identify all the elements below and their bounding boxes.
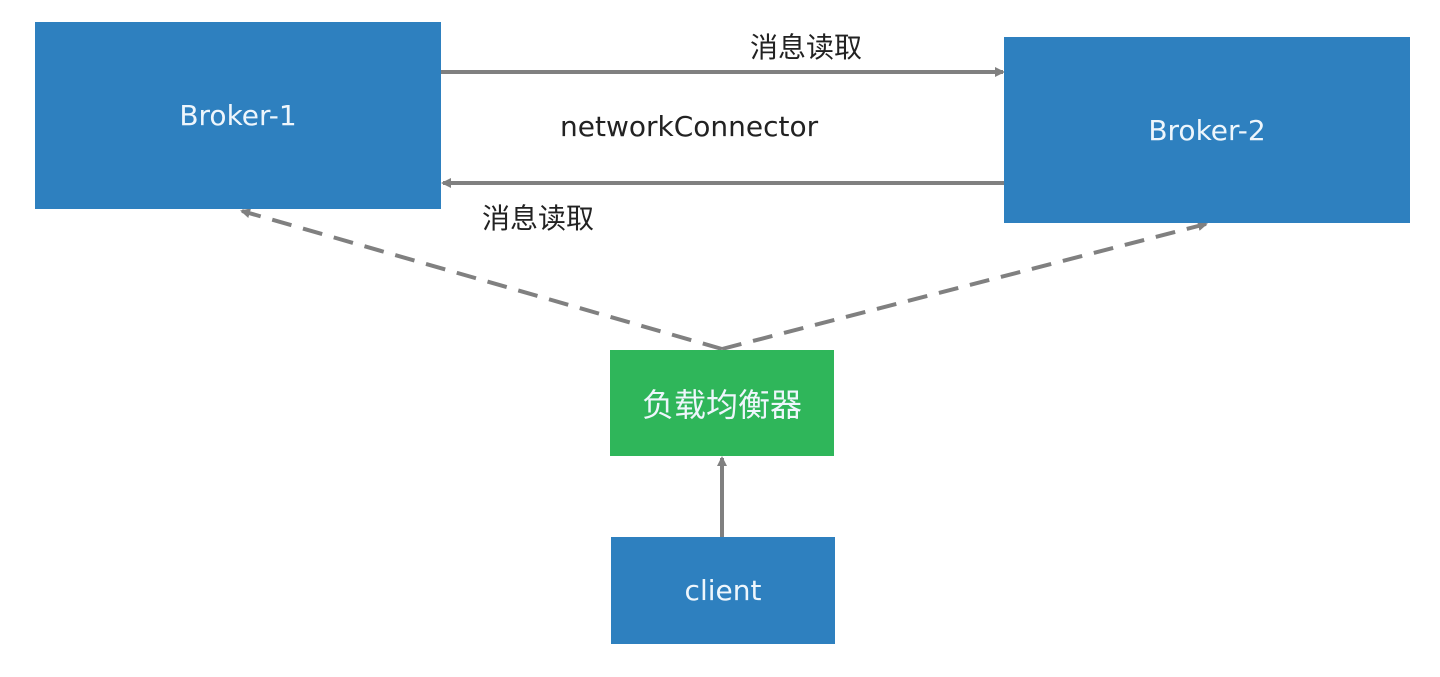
client-label: client <box>684 574 762 607</box>
edge-label-network-connector: networkConnector <box>560 110 819 143</box>
load-balancer-label: 负载均衡器 <box>641 386 802 424</box>
dashed-arrow-lb-to-broker1 <box>240 208 723 351</box>
edge-label-broker2-to-broker1: 消息读取 <box>482 202 595 235</box>
client-node: client <box>611 537 835 644</box>
dashed-arrow-lb-to-broker2 <box>721 221 1208 351</box>
broker1-node: Broker-1 <box>35 22 441 209</box>
load-balancer-node: 负载均衡器 <box>610 350 834 456</box>
broker2-node: Broker-2 <box>1004 37 1410 223</box>
broker2-label: Broker-2 <box>1148 113 1266 147</box>
edge-label-broker1-to-broker2: 消息读取 <box>750 31 863 64</box>
broker1-label: Broker-1 <box>179 99 297 132</box>
